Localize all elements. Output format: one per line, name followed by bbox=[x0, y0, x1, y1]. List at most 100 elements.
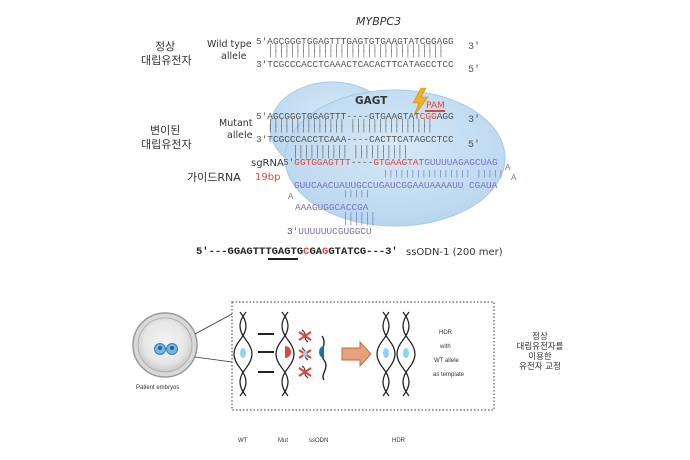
prime-label: 3' bbox=[287, 226, 299, 237]
stem-ticks: |||||||||||||||| ||||| bbox=[383, 170, 505, 179]
bottom-label-hdr: HDR bbox=[392, 438, 406, 444]
ssodn-strand bbox=[321, 335, 327, 381]
sequence: AGCGGGTGGAGTTTGAGTGTGAAGTATCGGAGG bbox=[267, 36, 454, 47]
prime-label: 5' bbox=[196, 246, 209, 258]
seq-a: ---GGAGTTTGAGTG bbox=[208, 246, 304, 258]
result-line-4: 유전자 교정 bbox=[519, 362, 561, 372]
seq-gap: ---- bbox=[346, 111, 369, 122]
wildtype-base-pair-ticks: |||||||||||||||||||||||||||||||| bbox=[268, 44, 445, 53]
sequence: UUUUUUCGUGGCU bbox=[298, 226, 372, 237]
guide-length: 19bp bbox=[255, 172, 281, 183]
embryo-label: Patient embryos bbox=[136, 385, 179, 391]
mechanism-box bbox=[231, 301, 495, 411]
bottom-label-ssodn: ssODN bbox=[309, 438, 328, 444]
bottom-label-wt: WT bbox=[238, 438, 248, 444]
mutant-base-pair-ticks: |||||||||||||| ||||||||||||||| bbox=[268, 119, 434, 128]
hdr-marker bbox=[383, 348, 389, 358]
result-line-3: 이용한 bbox=[528, 352, 552, 362]
pronucleus-core bbox=[170, 346, 174, 350]
pam-underline bbox=[425, 110, 445, 112]
seq-right-a: GTGAAGTAT bbox=[368, 111, 420, 122]
ssodn-marker bbox=[319, 346, 324, 358]
mutation-marker bbox=[285, 346, 291, 358]
seq-red-2: GTGAAGTAT bbox=[373, 157, 425, 168]
callout-line bbox=[194, 356, 233, 363]
ssodn-label: ssODN-1 (200 mer) bbox=[406, 247, 503, 258]
bottom-label-mut: Mut bbox=[278, 438, 288, 444]
mut-helix bbox=[275, 311, 295, 397]
wt-helix bbox=[233, 311, 253, 397]
mutant-top-end: 3' bbox=[468, 115, 481, 126]
guide-pair-ticks: |||||||||| |||||||||| bbox=[293, 145, 409, 154]
sgrna-label: sgRNA bbox=[251, 158, 284, 169]
ssodn-sequence: 5'---GGAGTTTGAGTGCGAGGTATCG---3' bbox=[196, 246, 398, 258]
wildtype-label-line2: allele bbox=[221, 51, 247, 62]
embryo-inner bbox=[137, 317, 193, 373]
loop-right-b: A bbox=[511, 173, 517, 183]
result-line-1: 정상 bbox=[532, 332, 548, 342]
sgrna-hairpin-2: 3'UUUUUUCGUGGCU bbox=[287, 226, 372, 237]
wildtype-label-line1: Wild type bbox=[207, 39, 252, 50]
seq-left: AGCGGGTGGAGTTT bbox=[267, 111, 347, 122]
prime-label: 3' bbox=[256, 134, 268, 145]
result-text: 정상 대립유전자를 이용한 유전자 교정 bbox=[500, 332, 580, 372]
seq-right-c: AGG bbox=[436, 111, 454, 122]
cross-marker-cyan bbox=[303, 351, 307, 357]
hdr-note-1: HDR bbox=[439, 330, 453, 336]
sequence: TCGCCCACCTCAAACTCACACTTCATAGCCTCC bbox=[267, 59, 454, 70]
mutant-korean-line1: 변이된 bbox=[150, 124, 181, 137]
seq-b: C bbox=[303, 246, 310, 258]
mutant-insert: GAGT bbox=[355, 95, 388, 107]
sgrna-hairpin-1: AAAGUGGCACCGA bbox=[295, 202, 369, 213]
loop-left: A bbox=[288, 192, 294, 202]
seq-gap: ---- bbox=[346, 134, 369, 145]
seq-gap: ---- bbox=[350, 157, 374, 168]
pam-label: PAM bbox=[426, 101, 445, 111]
mutant-bottom-end: 5' bbox=[468, 140, 481, 151]
hairpin-ticks: |||||| bbox=[343, 212, 377, 221]
wildtype-korean-line2: 대립유전자 bbox=[141, 54, 192, 67]
seq-red-1: GGTGGAGTTT bbox=[294, 157, 351, 168]
wildtype-bottom-end: 5' bbox=[468, 65, 481, 76]
wildtype-base-pair-ticks-2: |||||||||||||||||||||||||||||||| bbox=[268, 50, 445, 59]
seq-tail: GUUUUAGAGCUAG bbox=[424, 157, 498, 168]
wildtype-korean-line1: 정상 bbox=[155, 40, 176, 53]
seq-right: CACTTCATAGCCTCC bbox=[368, 134, 454, 145]
hdr-note-4: as template bbox=[433, 372, 465, 378]
seq-e: GTATCG--- bbox=[328, 246, 386, 258]
guide-korean-label: 가이드RNA bbox=[187, 171, 241, 184]
wildtype-bottom-strand: 3'TCGCCCACCTCAAACTCACACTTCATAGCCTCC bbox=[256, 59, 454, 70]
seq-pam: CGG bbox=[419, 111, 437, 122]
sgrna-stem: GUUCAACUAUUGCCUGAUCGGAAUAAAAUU CGAUA bbox=[294, 180, 498, 191]
seq-left: TCGCCCACCTCAAA bbox=[267, 134, 347, 145]
mutant-bottom-strand: 3'TCGCCCACCTCAAA----CACTTCATAGCCTCC bbox=[256, 134, 454, 145]
hdr-helix-1 bbox=[376, 311, 396, 397]
wildtype-top-strand: 5'AGCGGGTGGAGTTTGAGTGTGAAGTATCGGAGG bbox=[256, 36, 454, 47]
mutant-korean-line2: 대립유전자 bbox=[141, 138, 192, 151]
wildtype-top-end: 3' bbox=[468, 42, 481, 53]
mutant-label-line1: Mutant bbox=[219, 118, 253, 129]
process-arrow bbox=[341, 340, 372, 368]
mutant-base-pair-ticks-2: |||||||||||||| ||||||||||||||| bbox=[268, 125, 434, 134]
seq-c: GA bbox=[309, 246, 323, 258]
mutant-label-line2: allele bbox=[227, 130, 253, 141]
lightning-bolt-icon bbox=[412, 87, 429, 117]
hdr-note-2: with bbox=[439, 344, 451, 350]
prime-label: 3' bbox=[256, 59, 268, 70]
pronucleus-core bbox=[158, 346, 162, 350]
hdr-helix-2 bbox=[396, 311, 416, 397]
hdr-note-3: WT allele bbox=[434, 358, 460, 364]
prime-label-end: 3' bbox=[385, 246, 398, 258]
result-line-2: 대립유전자를 bbox=[516, 342, 564, 352]
hdr-marker bbox=[403, 348, 409, 358]
guide-pair-ticks-2: |||||||||| |||||||||| bbox=[293, 151, 409, 160]
mutant-top-strand: 5'AGCGGGTGGAGTTT----GTGAAGTATCGGAGG bbox=[256, 111, 454, 122]
ssodn-underline bbox=[268, 258, 298, 260]
hairpin-ticks-top: ||||| bbox=[343, 190, 371, 199]
prime-label: 5' bbox=[256, 36, 268, 47]
loop-right-a: A bbox=[505, 163, 511, 173]
wt-allele-marker bbox=[240, 348, 246, 358]
